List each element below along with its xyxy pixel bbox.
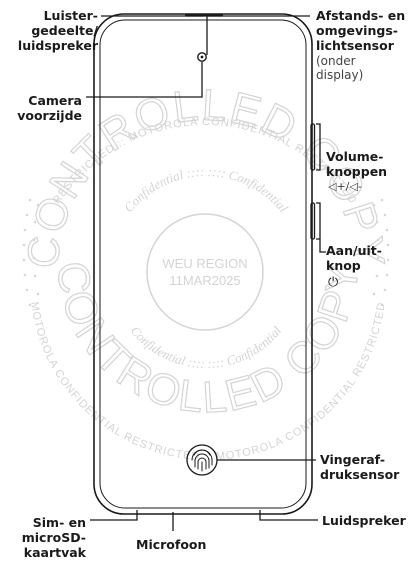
watermark-region: WEU REGION [162, 256, 247, 271]
proximity-note-line-2: display) [316, 68, 364, 82]
watermark-inner-ring [146, 213, 264, 331]
proximity-sensor-label: Afstands- en omgevings- lichtsensor [316, 8, 405, 53]
callout-lines [86, 15, 326, 531]
loudspeaker-label: Luidspreker [322, 513, 406, 528]
volume-leader [316, 123, 321, 171]
proximity-sensor-note: (onder display) [316, 54, 363, 82]
earpiece-label: Luister- gedeelte/ luidspreker [0, 8, 98, 53]
fingerprint-label-line-2: druksensor [320, 467, 400, 482]
phone-outline [93, 13, 316, 515]
sim-label-line-2: microSD- [21, 530, 86, 545]
front-camera-label-line-2: voorzijde [17, 108, 82, 123]
camera-leader [86, 62, 203, 98]
sim-tray-label: Sim- en microSD- kaartvak [0, 515, 86, 560]
phone-screen [99, 19, 307, 509]
volume-symbols: ◁+/◁- [328, 180, 362, 193]
watermark-date: 11MAR2025 [169, 273, 240, 288]
volume-buttons-label: Volume- knoppen [326, 149, 387, 179]
volume-label-line-2: knoppen [326, 164, 388, 179]
power-leader [316, 202, 321, 240]
sim-label-line-1: Sim- en [32, 515, 86, 530]
fingerprint-sensor-label: Vingeraf- druksensor [320, 452, 399, 482]
power-button [310, 202, 316, 240]
front-camera-label-line-1: Camera [28, 93, 82, 108]
watermark-dots-left [22, 198, 40, 307]
earpiece-label-line-2: gedeelte/ [31, 23, 98, 38]
watermark-dots-right [372, 198, 390, 307]
volume-label-line-1: Volume- [326, 149, 384, 164]
power-leader-to-label [319, 239, 326, 253]
power-icon: ⏻ [328, 275, 339, 290]
fingerprint-label-line-1: Vingeraf- [320, 452, 386, 467]
loudspeaker-leader [259, 510, 318, 521]
power-button-label: Aan/uit- knop [326, 243, 382, 273]
phone-body [93, 13, 313, 515]
proximity-label-line-3: lichtsensor [316, 38, 394, 53]
proximity-leader [206, 15, 310, 55]
power-label-line-1: Aan/uit- [326, 243, 382, 258]
proximity-note-line-1: (onder [316, 54, 356, 68]
microphone-label: Microfoon [136, 537, 207, 552]
proximity-label-line-2: omgevings- [316, 23, 398, 38]
proximity-label-line-1: Afstands- en [316, 8, 406, 23]
volume-button [310, 123, 316, 171]
earpiece-label-line-1: Luister- [43, 8, 98, 23]
front-camera-icon [197, 52, 207, 62]
watermark-inner-text-top: Confidential :::: :::: Confidential [121, 164, 292, 215]
power-label-line-2: knop [326, 258, 361, 273]
sim-label-line-3: kaartvak [23, 545, 86, 560]
sim-leader [90, 510, 138, 521]
earpiece-label-line-3: luidspreker [17, 38, 98, 53]
front-camera-label: Camera voorzijde [0, 93, 82, 123]
